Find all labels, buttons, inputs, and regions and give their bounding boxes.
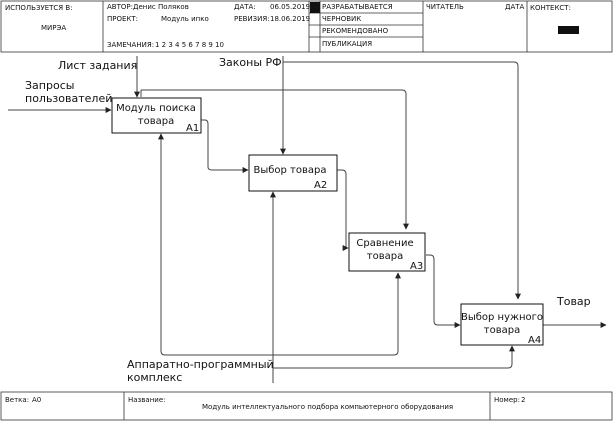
- label-user-requests-line1: Запросы: [25, 79, 74, 92]
- node-label: Ветка:: [5, 396, 29, 404]
- date-label: ДАТА:: [234, 3, 256, 11]
- number-label: Номер:: [494, 396, 520, 404]
- arrow-control-laws-a4: [283, 61, 521, 300]
- status-developing: РАЗРАБАТЫВАЕТСЯ: [322, 3, 393, 11]
- number-value: 2: [521, 396, 525, 404]
- block-a3-line1: Сравнение: [356, 238, 413, 249]
- block-a2-id: A2: [314, 180, 327, 191]
- context-thumbnail: [558, 26, 579, 34]
- label-hw-sw-line1: Аппаратно-программный: [127, 358, 274, 371]
- block-a4-line2: товара: [484, 325, 520, 336]
- arrow-mechanism-a4: [273, 345, 515, 369]
- arrow-labels: Лист задания Запросы пользователей Закон…: [25, 56, 591, 384]
- revision-value: 18.06.2019: [270, 15, 310, 23]
- reader-label: ЧИТАТЕЛЬ: [426, 3, 464, 11]
- status-draft: ЧЕРНОВИК: [322, 15, 361, 23]
- arrow-control-laws-a3: [141, 89, 409, 230]
- label-hw-sw-line2: комплекс: [127, 371, 182, 384]
- arrow-a1-to-a2: [201, 119, 249, 173]
- block-a2-line1: Выбор товара: [253, 165, 326, 176]
- arrows: [8, 56, 607, 383]
- block-a2[interactable]: Выбор товара A2: [248, 154, 338, 192]
- status-marker: [310, 2, 320, 13]
- block-a4-id: A4: [528, 335, 541, 346]
- node-value: A0: [32, 396, 41, 404]
- arrow-a2-to-a3: [337, 169, 349, 251]
- title-value: Модуль интеллектуального подбора компьют…: [202, 403, 453, 411]
- label-laws: Законы РФ: [219, 56, 282, 69]
- block-a1[interactable]: Модуль поиска товара A1: [111, 97, 202, 134]
- author-label: АВТОР:: [107, 3, 133, 11]
- notes-label: ЗАМЕЧАНИЯ:: [107, 41, 154, 49]
- arrow-a3-to-a4: [426, 254, 461, 328]
- header-text: ИСПОЛЬЗУЕТСЯ В: МИРЭА АВТОР: Денис Поляк…: [5, 3, 571, 49]
- label-task-sheet: Лист задания: [58, 59, 137, 72]
- date-value: 06.05.2019: [270, 3, 310, 11]
- block-a1-line1: Модуль поиска: [116, 103, 196, 114]
- status-recommended: РЕКОМЕНДОВАНО: [322, 27, 389, 35]
- arrow-mechanism-a1: [158, 133, 201, 356]
- context-label: КОНТЕКСТ:: [530, 4, 571, 12]
- title-label: Название:: [128, 396, 165, 404]
- arrow-mechanism-a3: [273, 272, 401, 356]
- block-a4-line1: Выбор нужного: [461, 312, 543, 323]
- label-product: Товар: [556, 295, 591, 308]
- block-a1-id: A1: [186, 123, 199, 134]
- used-at-value: МИРЭА: [41, 24, 66, 32]
- block-a3-line2: товара: [367, 251, 403, 262]
- reader-date-label: ДАТА: [505, 3, 525, 11]
- used-at-label: ИСПОЛЬЗУЕТСЯ В:: [5, 4, 73, 12]
- block-a3-id: A3: [410, 261, 423, 272]
- notes-value: 1 2 3 4 5 6 7 8 9 10: [155, 41, 224, 49]
- block-a3[interactable]: Сравнение товара A3: [348, 232, 426, 272]
- label-user-requests-line2: пользователей: [25, 92, 112, 105]
- status-publication: ПУБЛИКАЦИЯ: [322, 40, 372, 48]
- author-value: Денис Поляков: [133, 3, 189, 11]
- project-value: Модуль ипко: [161, 15, 209, 23]
- block-a1-line2: товара: [138, 116, 174, 127]
- revision-label: РЕВИЗИЯ:: [234, 15, 270, 23]
- header-frame: [0, 0, 613, 53]
- block-a4[interactable]: Выбор нужного товара A4: [460, 303, 544, 346]
- project-label: ПРОЕКТ:: [107, 15, 138, 23]
- footer-frame: Ветка: A0 Название: Модуль интеллектуаль…: [0, 391, 613, 421]
